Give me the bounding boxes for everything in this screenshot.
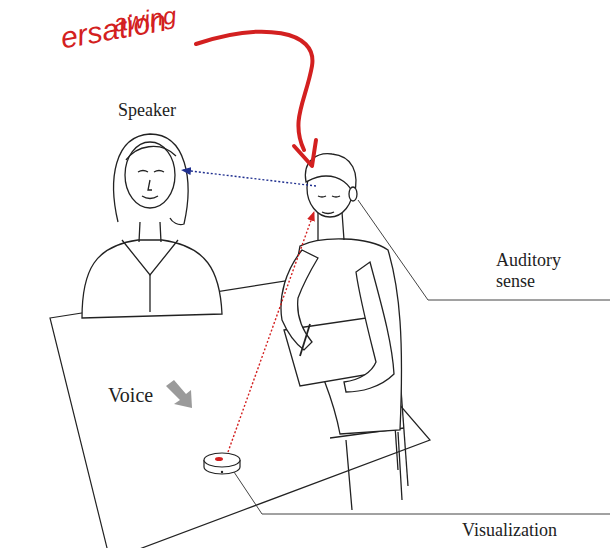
listener-figure [281, 154, 402, 434]
part-label: Auditory sense [496, 250, 592, 291]
visualization-device [204, 453, 240, 474]
gaze-arrow [228, 212, 314, 452]
speaker-figure [82, 134, 222, 318]
person-label: Speaker [118, 100, 176, 121]
gaze-arrow [182, 170, 316, 186]
leader-line [234, 472, 610, 514]
handwritten-note: ersation [58, 3, 169, 56]
voice-arrow [166, 380, 192, 408]
part-label: Voice [108, 384, 153, 407]
part-label: Visualization [462, 520, 557, 541]
leader-line [358, 200, 610, 300]
annotation-arrow [196, 32, 316, 166]
